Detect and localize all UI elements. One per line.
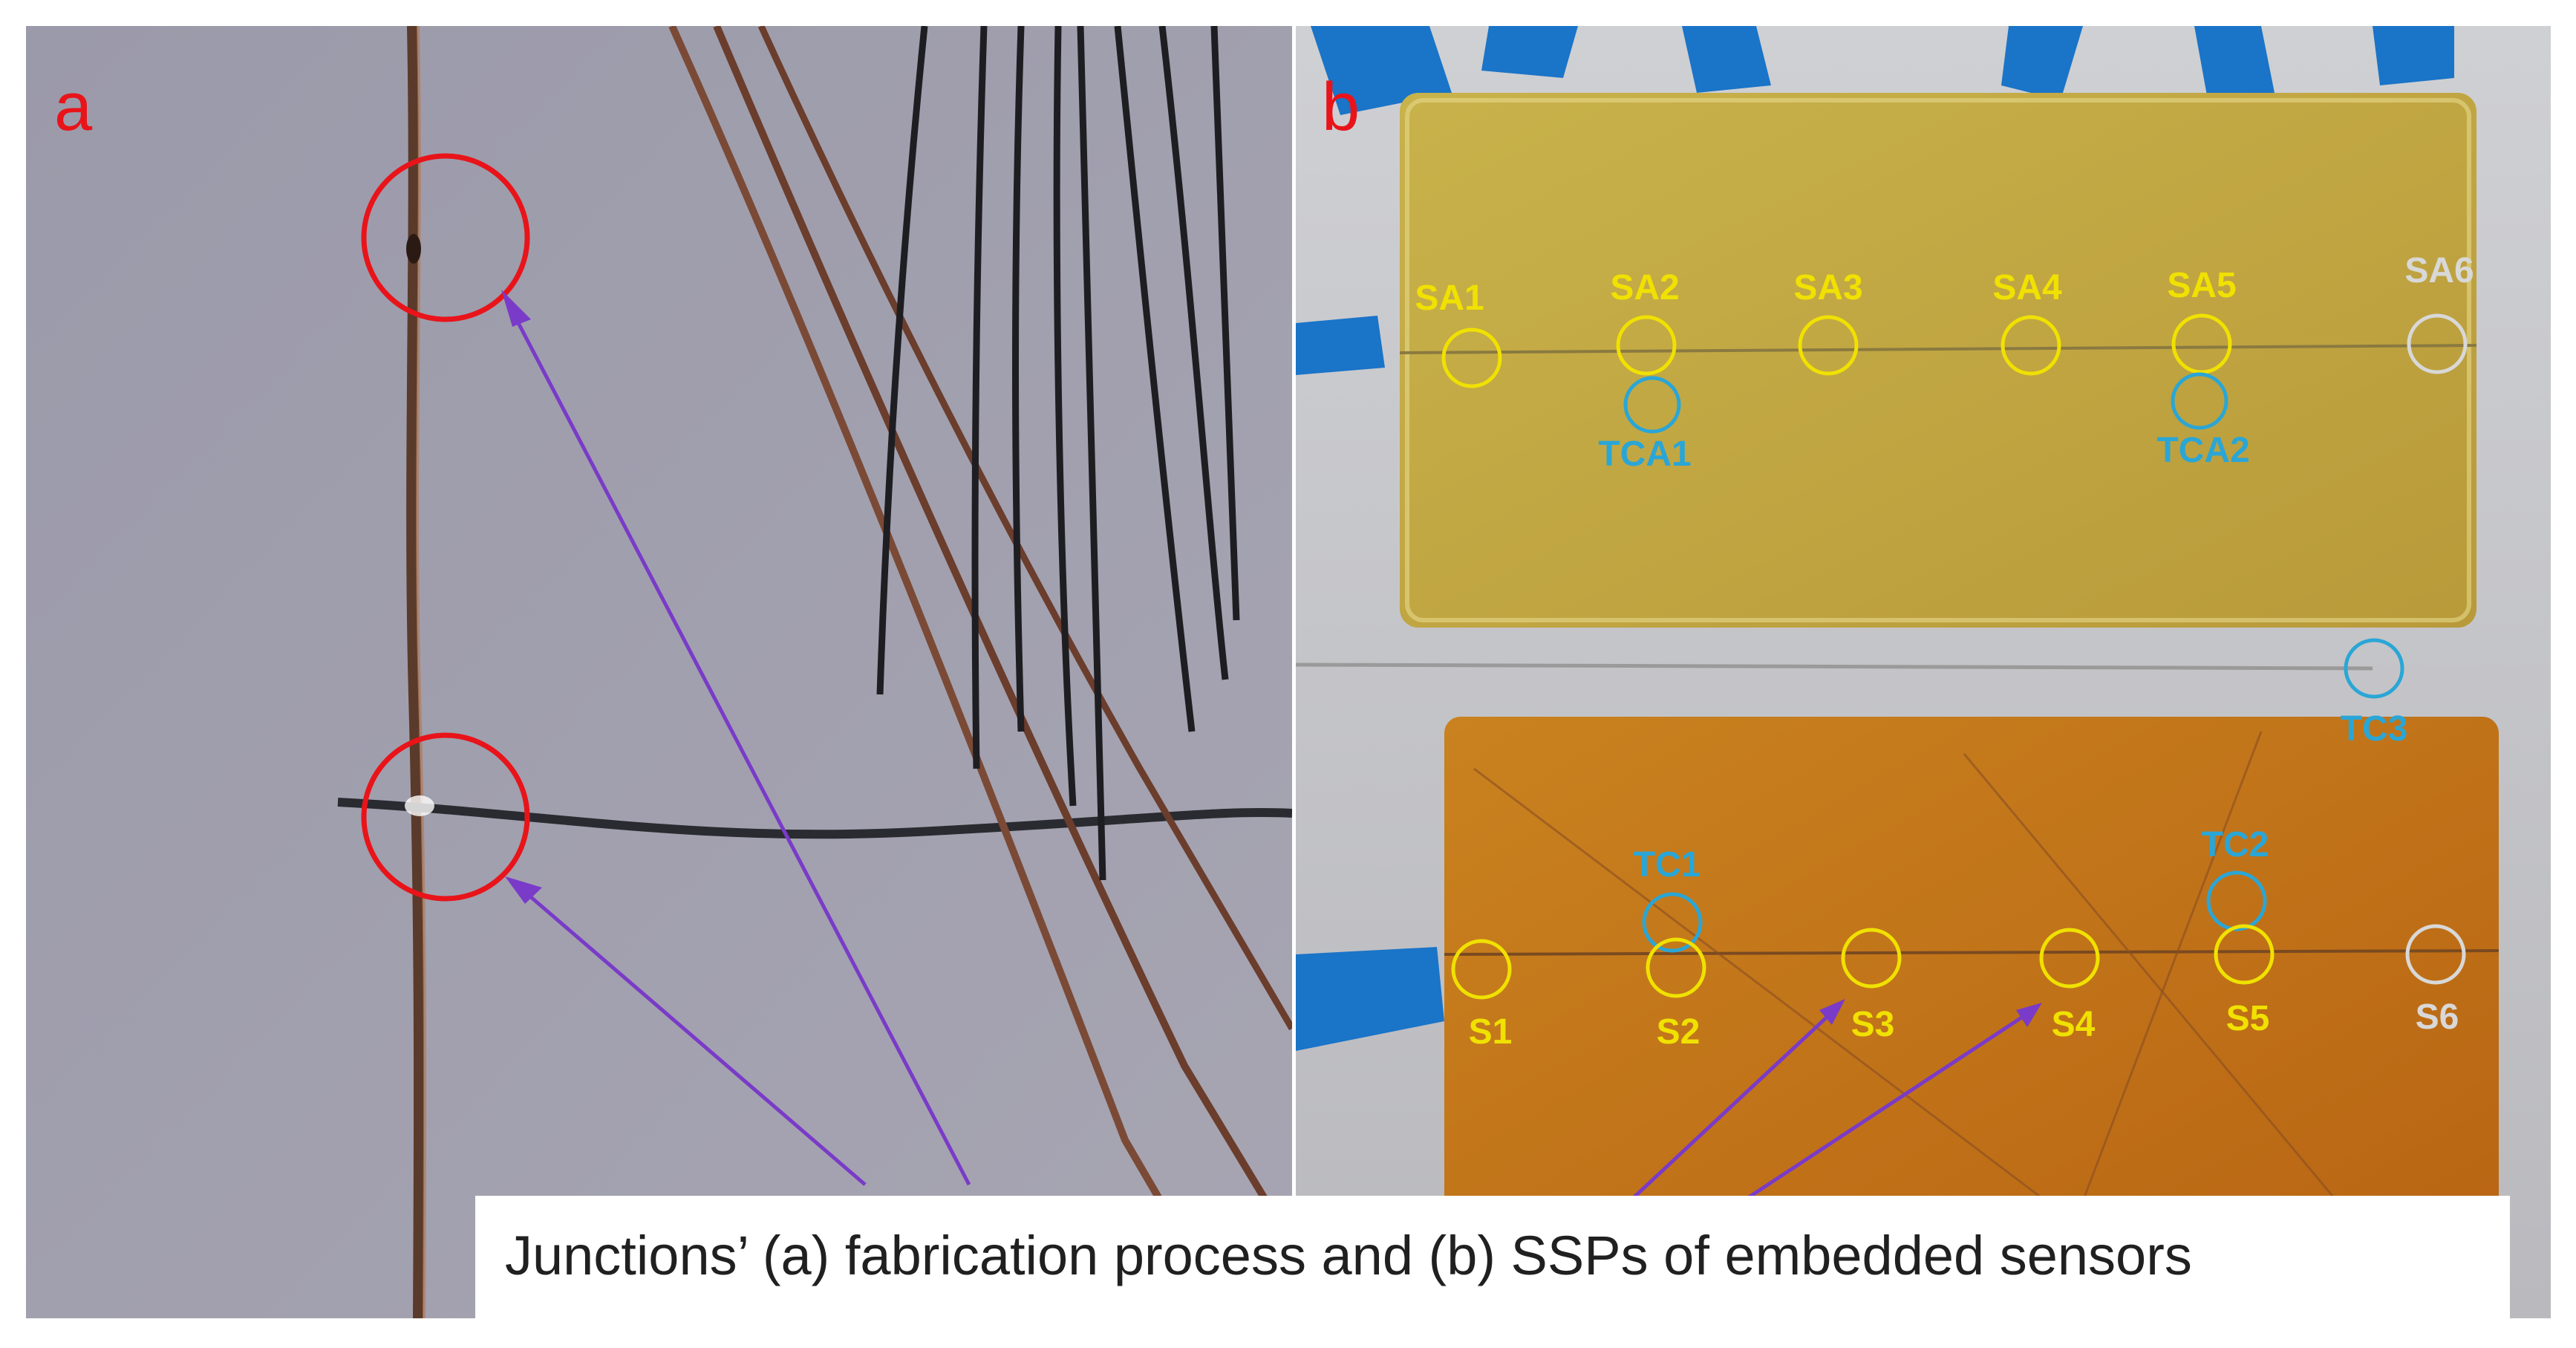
marker-SA2 [1616,315,1677,376]
top-sample [1400,93,2476,628]
dangling-wire-6 [1114,26,1196,732]
label-SA3: SA3 [1793,268,1862,307]
caption-box [475,1196,2510,1318]
arrow-line-3 [1606,1012,1832,1223]
label-TC2: TC2 [2202,825,2269,865]
marker-S6 [2405,924,2466,985]
tape-7 [1296,316,1385,375]
junction-circle-bottom [361,732,530,902]
label-SA1: SA1 [1415,279,1484,318]
dangling-wire-5 [1077,26,1106,881]
marker-S4 [2039,928,2100,989]
panel-a-photo: a [26,26,1292,1318]
label-SA5: SA5 [2167,266,2236,305]
dangling-wire-3 [1012,26,1025,732]
marker-SA4 [2001,315,2061,376]
arrow-head-1 [501,290,531,327]
marker-TCA1 [1623,376,1681,434]
label-S5: S5 [2226,999,2270,1038]
marker-SA5 [2171,313,2232,374]
tape-1 [1311,26,1452,115]
dangling-wire-8 [1210,26,1240,621]
marker-SA1 [1441,328,1502,388]
marker-S1 [1451,939,1512,1000]
label-SA6: SA6 [2404,251,2474,290]
arrow-head-4 [2016,1003,2042,1027]
marker-S5 [2214,924,2275,985]
dangling-wire-4 [1053,26,1077,807]
panel-b-photo: SA1 SA2 SA3 SA4 SA5 SA6 TCA1 TCA2 TC3 TC… [1296,26,2551,1318]
tape-6 [2373,26,2454,85]
arrow-head-2 [505,876,542,904]
horizontal-wire [337,798,1292,839]
marker-S3 [1841,928,1902,989]
label-S3: S3 [1851,1005,1895,1044]
tape-5 [2194,26,2276,108]
arrow-line-1 [506,303,971,1186]
marker-SA6 [2407,313,2468,374]
tape-8 [1296,947,1444,1051]
label-TCA1: TCA1 [1598,434,1691,474]
tape-4 [2001,26,2083,100]
dangling-wire-1 [876,26,928,695]
vertical-wire-highlight [416,26,427,1318]
marker-S2 [1646,937,1706,998]
top-sample-edge [1405,98,2471,622]
tape-2 [1481,26,1578,78]
label-S1: S1 [1469,1012,1513,1052]
panel-b-label: b [1322,69,1360,145]
marker-TC2 [2206,870,2267,931]
arrow-line-2 [518,886,867,1186]
label-TC3: TC3 [2341,709,2408,749]
marker-TC3 [2344,638,2404,699]
middle-wire [1296,662,2373,671]
label-TCA2: TCA2 [2156,431,2249,470]
diagonal-wire-1 [668,26,1233,1318]
marker-SA3 [1798,315,1859,376]
arrow-head-3 [1819,999,1845,1025]
junction-bead-2 [405,795,434,816]
diagonal-wire-2 [713,26,1292,1246]
dangling-wire-2 [971,26,988,769]
tape-3 [1682,26,1771,93]
marker-TC1 [1642,892,1703,953]
panel-a-label: a [54,69,93,145]
junction-bead-1 [406,234,421,264]
bottom-sample [1444,717,2499,1318]
marker-TCA2 [2171,372,2228,430]
diagonal-wire-3 [757,26,1292,1031]
dangling-wire-7 [1158,26,1229,680]
scratch-1 [1473,767,2113,1253]
label-SA2: SA2 [1610,268,1679,307]
arrow-line-4 [1710,1012,2029,1224]
panel-a-background [26,26,1292,1318]
top-sample-wire [1399,344,2477,354]
label-S6: S6 [2416,997,2459,1037]
figure-caption: Junctions’ (a) fabrication process and (… [505,1225,2192,1286]
label-S4: S4 [2052,1005,2096,1044]
junction-circle-top [361,153,530,322]
bottom-sample-wire [1444,949,2500,956]
label-S2: S2 [1657,1012,1701,1052]
label-SA4: SA4 [1992,268,2062,307]
label-TC1: TC1 [1634,845,1701,885]
